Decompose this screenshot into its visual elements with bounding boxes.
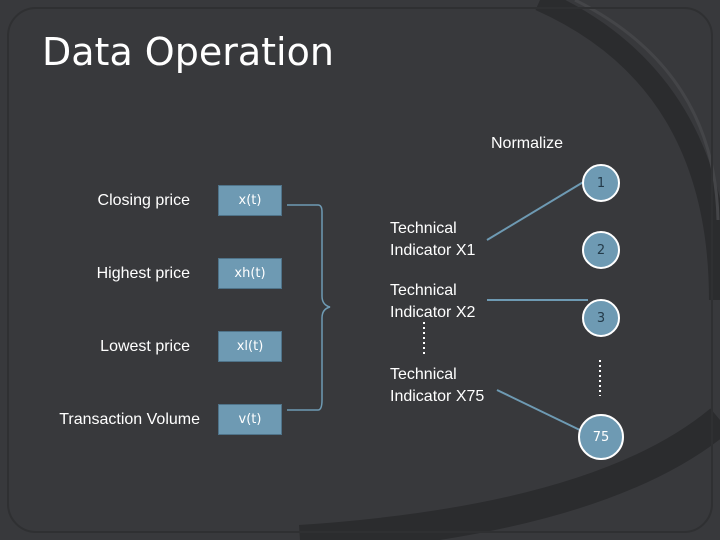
var-label: x(t)	[238, 193, 262, 208]
node-label: 3	[596, 310, 606, 326]
var-box-lowest: xl(t)	[218, 331, 282, 362]
indicator-line2: Indicator X2	[390, 304, 476, 321]
indicator-line1: Technical	[390, 220, 457, 237]
indicator-line1: Technical	[390, 366, 457, 383]
node-2: 2	[582, 231, 620, 269]
normalize-label: Normalize	[491, 135, 564, 152]
node-1: 1	[582, 164, 620, 202]
indicator-x2: Technical Indicator X2	[390, 280, 475, 324]
input-label-transaction-volume: Transaction Volume	[59, 411, 200, 428]
indicator-x1: Technical Indicator X1	[390, 218, 475, 262]
node-75: 75	[578, 414, 624, 460]
node-label: 1	[596, 175, 606, 191]
indicator-x75: Technical Indicator X75	[390, 364, 484, 408]
page-title: Data Operation	[42, 30, 334, 74]
node-3: 3	[582, 299, 620, 337]
indicator-line1: Technical	[390, 282, 457, 299]
var-box-highest: xh(t)	[218, 258, 282, 289]
var-label: xh(t)	[234, 266, 266, 281]
var-box-volume: v(t)	[218, 404, 282, 435]
var-label: v(t)	[238, 412, 262, 427]
input-label-lowest-price: Lowest price	[100, 338, 190, 355]
input-label-highest-price: Highest price	[96, 265, 190, 282]
input-label-closing-price: Closing price	[97, 192, 190, 209]
node-label: 75	[592, 429, 610, 445]
var-box-closing: x(t)	[218, 185, 282, 216]
node-label: 2	[596, 242, 606, 258]
var-label: xl(t)	[236, 339, 264, 354]
indicator-line2: Indicator X75	[390, 388, 485, 405]
indicator-line2: Indicator X1	[390, 242, 476, 259]
